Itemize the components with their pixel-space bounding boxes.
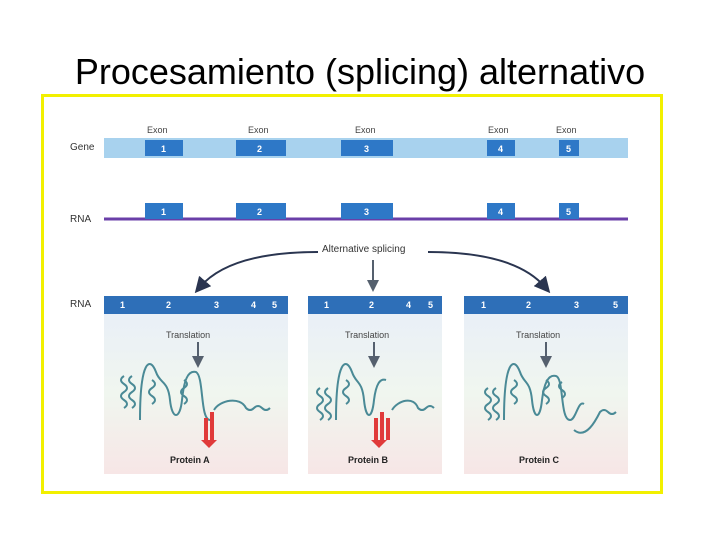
mrna-c-exon-5: 5 <box>613 300 618 310</box>
rna-exon-4 <box>487 203 515 219</box>
protein-a-red-strands <box>201 412 217 448</box>
exon-label-1: Exon <box>147 125 168 135</box>
protein-c-structure <box>484 362 617 434</box>
protein-b-structure <box>316 362 435 421</box>
gene-exon-1-num: 1 <box>161 144 166 154</box>
mrna-b-exon-4: 4 <box>406 300 411 310</box>
protein-c-label: Protein C <box>519 455 560 465</box>
rna-exon-3-num: 3 <box>364 207 369 217</box>
gene-exon-3-num: 3 <box>364 144 369 154</box>
panel-b-bg <box>308 296 442 474</box>
rna-exon-3 <box>341 203 393 219</box>
rna-exon-1-num: 1 <box>161 207 166 217</box>
mrna-b-bar <box>308 296 442 314</box>
gene-exon-5-num: 5 <box>566 144 571 154</box>
gene-exon-1 <box>145 140 183 156</box>
translation-a-label: Translation <box>166 330 210 340</box>
panel-a-bg <box>104 296 288 474</box>
mrna-a-exon-1: 1 <box>120 300 125 310</box>
exon-label-2: Exon <box>248 125 269 135</box>
splice-arrow-left <box>194 251 319 294</box>
exon-label-5: Exon <box>556 125 577 135</box>
mrna-c-bar <box>464 296 628 314</box>
gene-label: Gene <box>70 142 95 153</box>
exon-label-3: Exon <box>355 125 376 135</box>
rna-top-label: RNA <box>70 214 91 225</box>
mrna-a-exon-2: 2 <box>166 300 171 310</box>
protein-a-label: Protein A <box>170 455 210 465</box>
rna-bottom-label: RNA <box>70 299 91 310</box>
rna-exon-5 <box>559 203 579 219</box>
protein-b-red-strands <box>371 412 390 448</box>
gene-exon-4 <box>487 140 515 156</box>
mrna-a-exon-5: 5 <box>272 300 277 310</box>
rna-exon-4-num: 4 <box>498 207 503 217</box>
variant-panel-a: 1 2 3 4 5 Translation Protein A <box>104 296 288 474</box>
slide-title: Procesamiento (splicing) alternativo <box>74 51 646 92</box>
mrna-b-exon-1: 1 <box>324 300 329 310</box>
rna-top-exons: 1 2 3 4 5 <box>145 203 579 219</box>
gene-exon-2 <box>236 140 286 156</box>
protein-a-structure <box>120 362 271 421</box>
rna-exon-1 <box>145 203 183 219</box>
translation-c-label: Translation <box>516 330 560 340</box>
rna-exon-2 <box>236 203 286 219</box>
alt-splicing-label: Alternative splicing <box>322 244 405 255</box>
splice-arrow-right <box>427 251 551 294</box>
mrna-a-exon-4: 4 <box>251 300 256 310</box>
protein-b-label: Protein B <box>348 455 389 465</box>
gene-exon-2-num: 2 <box>257 144 262 154</box>
mrna-b-exon-5: 5 <box>428 300 433 310</box>
gene-exon-4-num: 4 <box>498 144 503 154</box>
exon-label-4: Exon <box>488 125 509 135</box>
mrna-b-exon-2: 2 <box>369 300 374 310</box>
variant-panel-c: 1 2 3 5 Translation Protein C <box>464 296 628 474</box>
translation-b-label: Translation <box>345 330 389 340</box>
mrna-c-exon-3: 3 <box>574 300 579 310</box>
rna-exon-2-num: 2 <box>257 207 262 217</box>
mrna-c-exon-2: 2 <box>526 300 531 310</box>
rna-exon-5-num: 5 <box>566 207 571 217</box>
mrna-c-exon-1: 1 <box>481 300 486 310</box>
gene-exon-5 <box>559 140 579 156</box>
gene-exons: Exon 1 Exon 2 Exon 3 Exon 4 Exon 5 <box>145 125 579 156</box>
mrna-a-exon-3: 3 <box>214 300 219 310</box>
variant-panel-b: 1 2 4 5 Translation Protein B <box>308 296 442 474</box>
mrna-a-bar <box>104 296 288 314</box>
gene-exon-3 <box>341 140 393 156</box>
